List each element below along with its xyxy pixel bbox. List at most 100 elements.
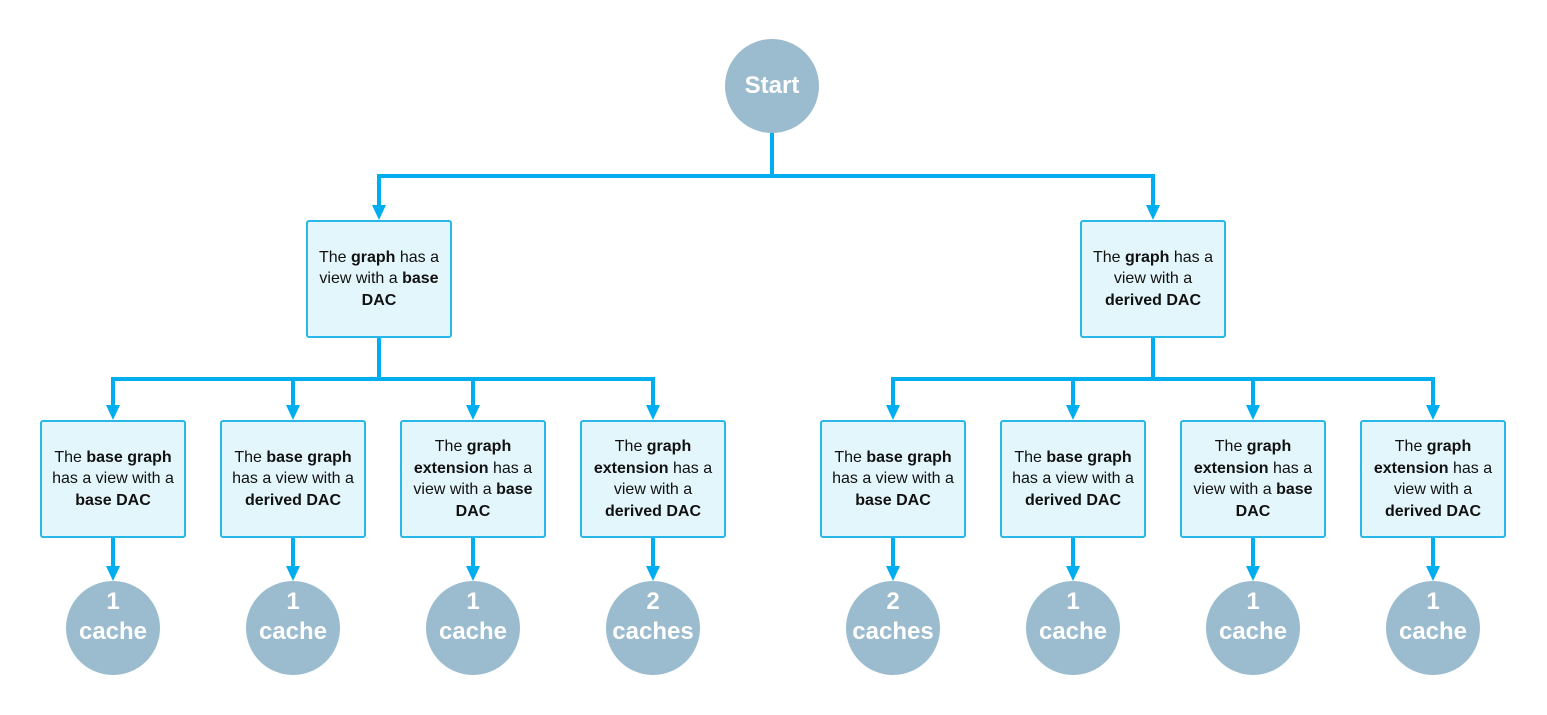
plain-text: The xyxy=(1214,438,1247,455)
emphasis-text: graph extension xyxy=(1373,438,1472,477)
plain-text: has a view with a xyxy=(413,459,533,499)
emphasis-text: graph extension xyxy=(593,438,692,477)
plain-text: has a view with a xyxy=(52,470,174,488)
cache-count: 2 xyxy=(646,588,660,615)
condition-box-6: The graph extension has a view with a ba… xyxy=(1180,420,1326,538)
cache-unit: cache xyxy=(78,618,148,645)
result-node-5: 1 cache xyxy=(1026,581,1120,675)
result-node-6: 1 cache xyxy=(1206,581,1300,675)
plain-text: has a view with a xyxy=(832,470,954,488)
condition-box-1: The base graph has a view with a derived… xyxy=(220,420,366,538)
cache-count: 1 xyxy=(466,588,480,615)
plain-text: The xyxy=(434,438,467,455)
cache-count: 1 xyxy=(286,588,300,615)
plain-text: The xyxy=(1092,248,1125,266)
connector-to-result-4-arrowhead xyxy=(886,566,900,581)
decision-box-graph-base-dac-text: The graph has a view with a base DAC xyxy=(311,247,447,312)
plain-text: The xyxy=(1394,438,1427,455)
cache-count: 1 xyxy=(1426,588,1440,615)
connector-to-level2-1-arrowhead xyxy=(286,405,300,420)
cache-count: 1 xyxy=(106,588,120,615)
connector-to-result-5-arrowhead xyxy=(1066,566,1080,581)
result-node-4: 2 caches xyxy=(846,581,940,675)
condition-box-2-text: The graph extension has a view with a ba… xyxy=(405,436,541,522)
cache-count: 1 xyxy=(1246,588,1260,615)
condition-box-7-text: The graph extension has a view with a de… xyxy=(1365,436,1501,522)
cache-unit: cache xyxy=(438,618,508,645)
cache-count: 2 xyxy=(886,588,900,615)
start-node: Start xyxy=(725,39,819,133)
emphasis-text: graph extension xyxy=(413,438,512,477)
condition-box-3: The graph extension has a view with a de… xyxy=(580,420,726,538)
emphasis-text: derived DAC xyxy=(1104,291,1202,309)
plain-text: The xyxy=(614,438,647,455)
plain-text: The xyxy=(834,448,867,466)
connector-to-level2-6-arrowhead xyxy=(1246,405,1260,420)
connector-to-level2-7-arrowhead xyxy=(1426,405,1440,420)
plain-text: The xyxy=(318,248,351,266)
connector-to-result-7-arrowhead xyxy=(1426,566,1440,581)
condition-box-4-text: The base graph has a view with a base DA… xyxy=(825,447,961,512)
decision-box-graph-derived-dac: The graph has a view with a derived DAC xyxy=(1080,220,1226,338)
cache-unit: caches xyxy=(852,618,934,645)
plain-text: has a view with a xyxy=(1113,248,1214,288)
decision-box-graph-derived-dac-text: The graph has a view with a derived DAC xyxy=(1085,247,1221,312)
condition-box-7: The graph extension has a view with a de… xyxy=(1360,420,1506,538)
connector-to-result-2-arrowhead xyxy=(466,566,480,581)
condition-box-0-text: The base graph has a view with a base DA… xyxy=(45,447,181,512)
plain-text: has a view with a xyxy=(613,459,713,499)
connector-to-level2-2-arrowhead xyxy=(466,405,480,420)
start-label: Start xyxy=(744,72,800,100)
result-node-3: 2 caches xyxy=(606,581,700,675)
condition-box-4: The base graph has a view with a base DA… xyxy=(820,420,966,538)
connector-to-level2-3-arrowhead xyxy=(646,405,660,420)
emphasis-text: base graph xyxy=(866,448,952,466)
result-node-0: 1 cache xyxy=(66,581,160,675)
condition-box-3-text: The graph extension has a view with a de… xyxy=(585,436,721,522)
cache-unit: cache xyxy=(1038,618,1108,645)
emphasis-text: graph xyxy=(350,248,396,266)
emphasis-text: derived DAC xyxy=(244,491,342,509)
plain-text: has a view with a xyxy=(1393,459,1493,499)
condition-box-5-text: The base graph has a view with a derived… xyxy=(1005,447,1141,512)
connector-to-result-0-arrowhead xyxy=(106,566,120,581)
plain-text: has a view with a xyxy=(1193,459,1313,499)
emphasis-text: graph extension xyxy=(1193,438,1292,477)
emphasis-text: base graph xyxy=(1046,448,1132,466)
connector-to-level2-0-arrowhead xyxy=(106,405,120,420)
emphasis-text: base DAC xyxy=(361,270,439,309)
plain-text: has a view with a xyxy=(1012,470,1134,488)
decision-box-graph-base-dac: The graph has a view with a base DAC xyxy=(306,220,452,338)
emphasis-text: base graph xyxy=(266,448,352,466)
emphasis-text: derived DAC xyxy=(604,502,702,520)
emphasis-text: base DAC xyxy=(75,491,151,509)
plain-text: The xyxy=(1014,448,1047,466)
connector-to-level1-0-arrowhead xyxy=(372,205,386,220)
plain-text: The xyxy=(234,448,267,466)
result-node-2: 1 cache xyxy=(426,581,520,675)
connector-to-result-3-arrowhead xyxy=(646,566,660,581)
cache-count: 1 xyxy=(1066,588,1080,615)
emphasis-text: base DAC xyxy=(1235,481,1313,520)
emphasis-text: derived DAC xyxy=(1024,491,1122,509)
emphasis-text: base DAC xyxy=(455,481,533,520)
condition-box-1-text: The base graph has a view with a derived… xyxy=(225,447,361,512)
connector-to-level1-1-arrowhead xyxy=(1146,205,1160,220)
cache-unit: caches xyxy=(612,618,694,645)
connector-to-result-6-arrowhead xyxy=(1246,566,1260,581)
emphasis-text: graph xyxy=(1124,248,1170,266)
emphasis-text: base graph xyxy=(86,448,172,466)
emphasis-text: base DAC xyxy=(855,491,931,509)
condition-box-0: The base graph has a view with a base DA… xyxy=(40,420,186,538)
connector-to-level2-4-arrowhead xyxy=(886,405,900,420)
connector-to-level2-5-arrowhead xyxy=(1066,405,1080,420)
cache-unit: cache xyxy=(258,618,328,645)
condition-box-2: The graph extension has a view with a ba… xyxy=(400,420,546,538)
condition-box-6-text: The graph extension has a view with a ba… xyxy=(1185,436,1321,522)
cache-unit: cache xyxy=(1218,618,1288,645)
connector-to-result-1-arrowhead xyxy=(286,566,300,581)
condition-box-5: The base graph has a view with a derived… xyxy=(1000,420,1146,538)
